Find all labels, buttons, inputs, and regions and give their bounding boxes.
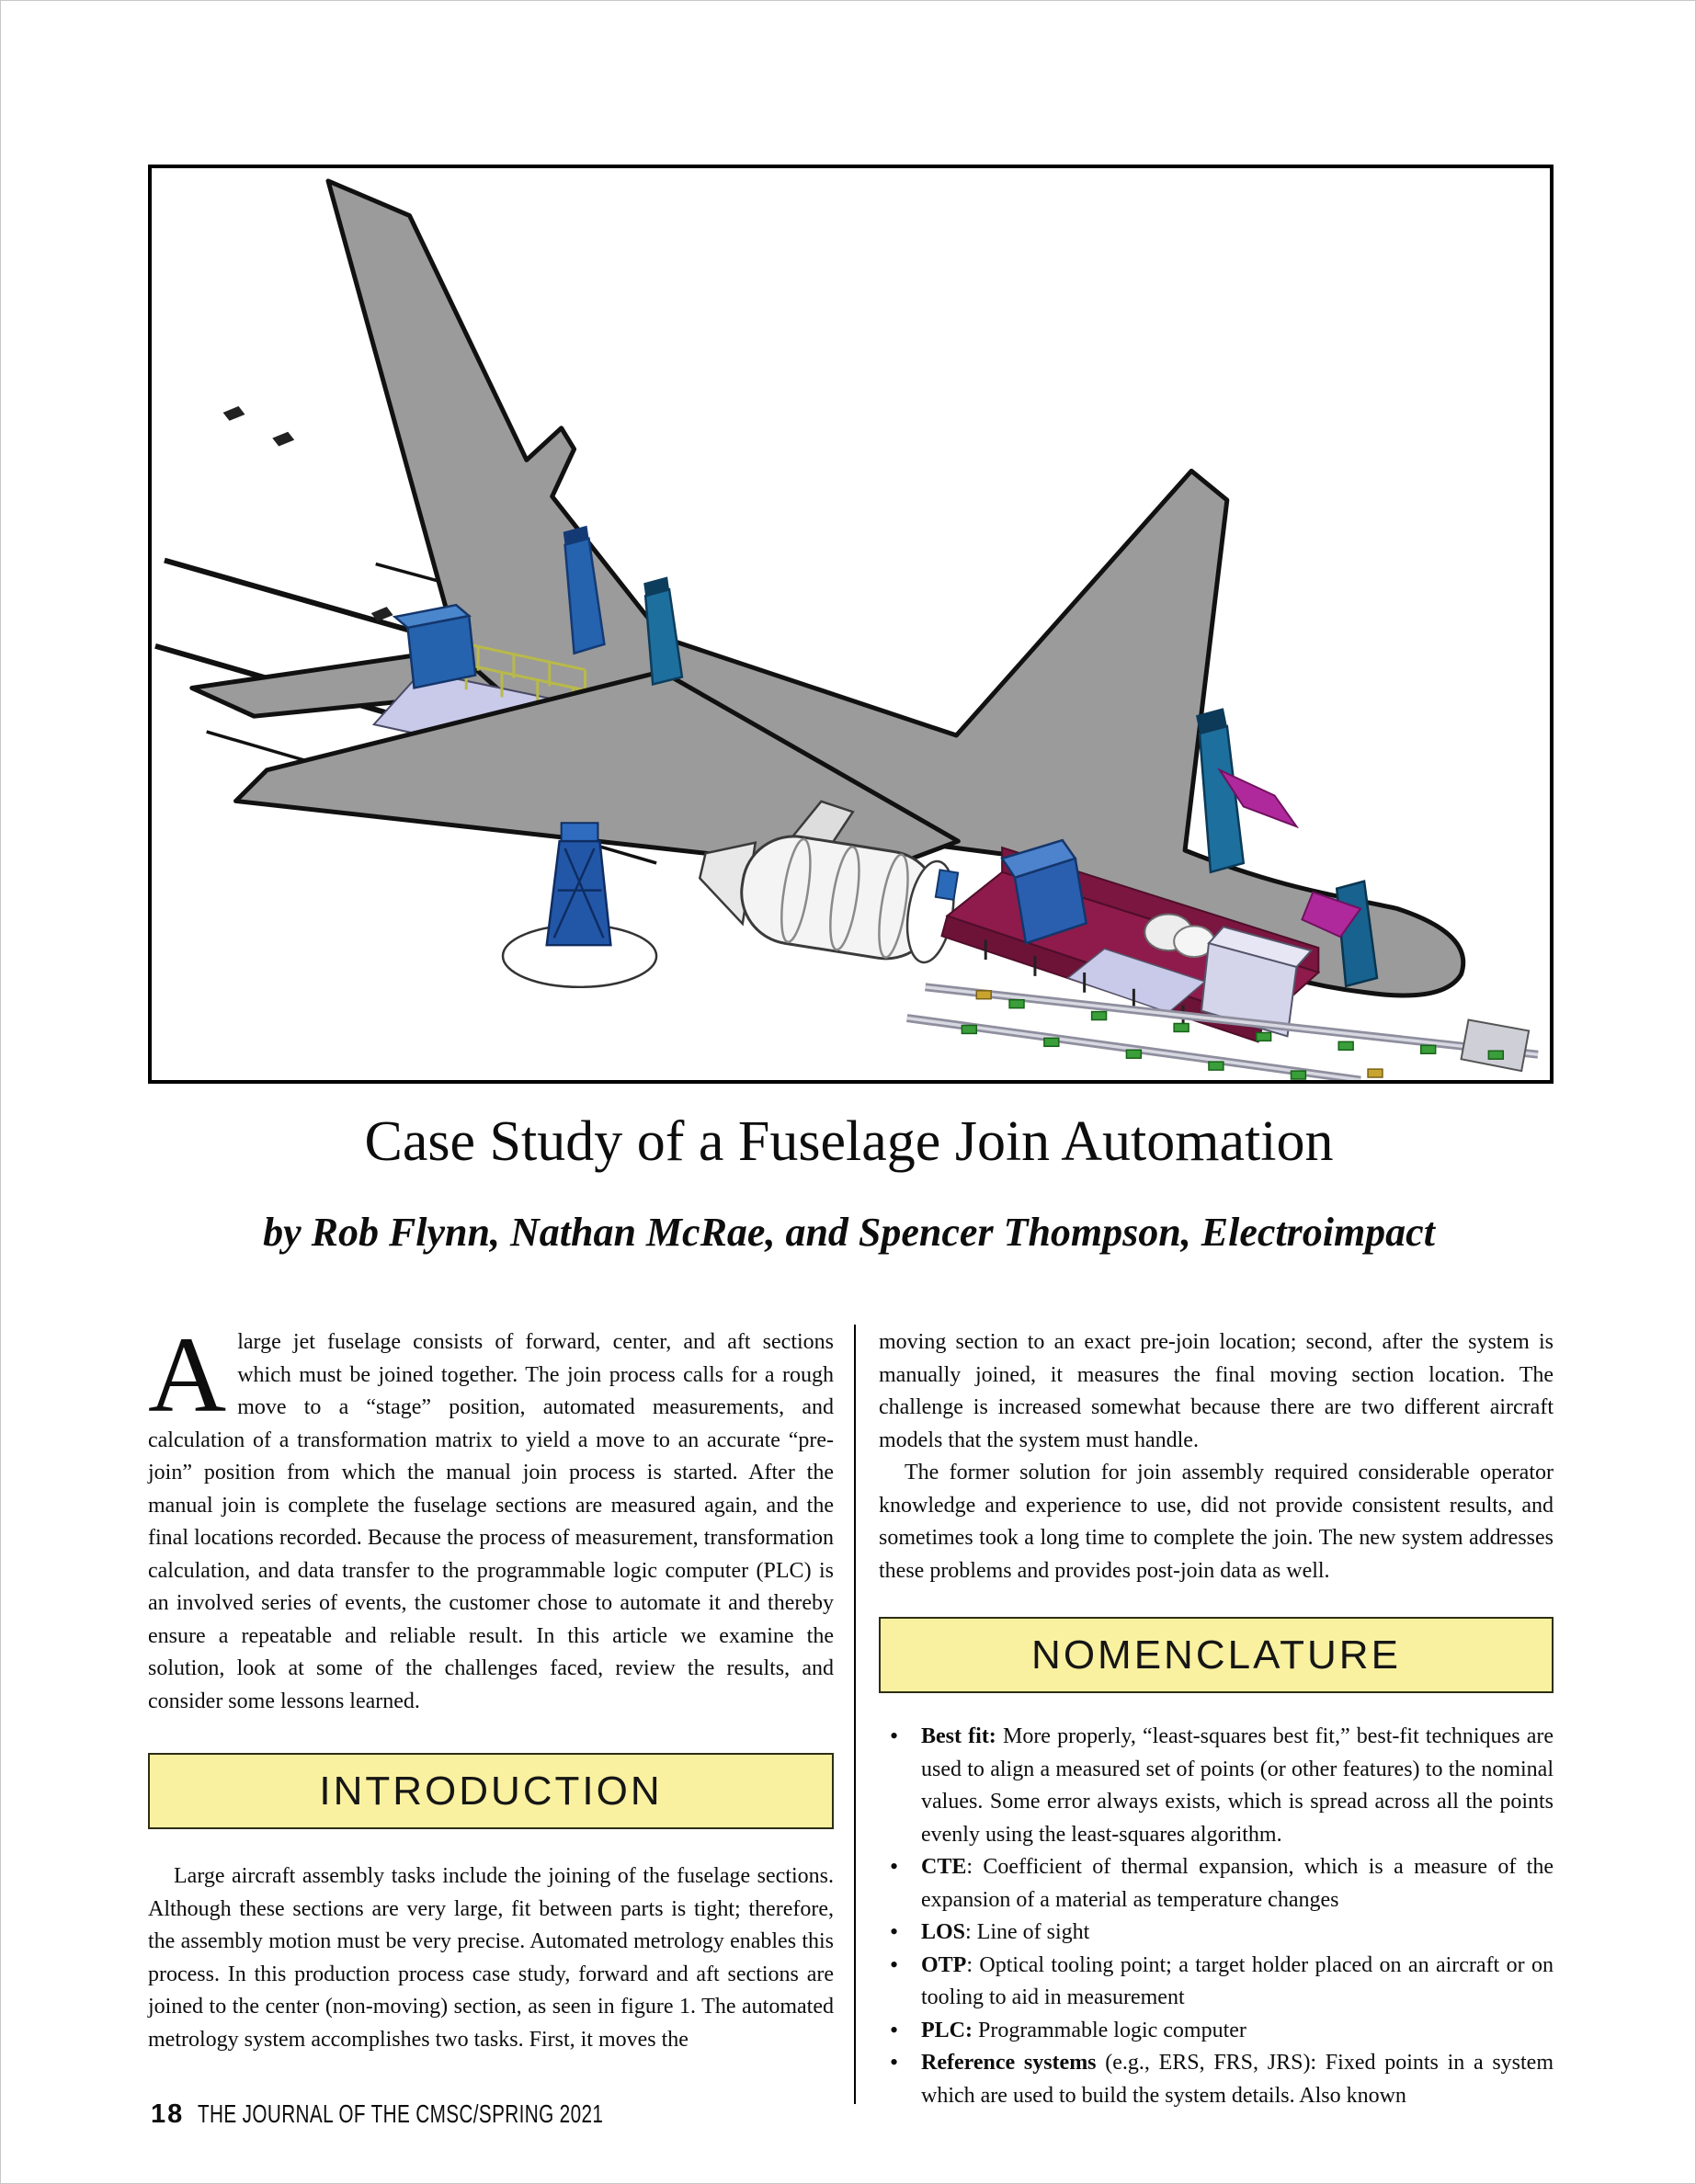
- nomenclature-term: Reference systems: [921, 2051, 1097, 2075]
- byline: by Rob Flynn, Nathan McRae, and Spencer …: [263, 1210, 1435, 1255]
- jack-stand: [501, 822, 658, 989]
- nomenclature-item: • Best fit: More properly, “least-squares…: [879, 1721, 1554, 1851]
- nomenclature-definition: Programmable logic computer: [973, 2018, 1246, 2042]
- journal-line: THE JOURNAL OF THE CMSC/SPRING 2021: [198, 2099, 604, 2128]
- bullet-icon: •: [890, 1951, 899, 1978]
- nomenclature-list: • Best fit: More properly, “least-squares…: [879, 1721, 1554, 2112]
- bullet-icon: •: [890, 1918, 899, 1945]
- drop-cap: A: [148, 1314, 227, 1435]
- nomenclature-item: • Reference systems (e.g., ERS, FRS, JRS)…: [879, 2047, 1554, 2112]
- floor-rails-right: [906, 983, 1539, 1080]
- nomenclature-term: CTE: [921, 1855, 967, 1879]
- column-right: moving section to an exact pre-join loca…: [879, 1326, 1554, 2112]
- nomenclature-definition: : Coefficient of thermal expansion, whic…: [921, 1855, 1554, 1912]
- aircraft-wing: [233, 669, 961, 875]
- nomenclature-term: OTP: [921, 1952, 967, 1977]
- nomenclature-definition: (e.g., ERS, FRS, JRS): Fixed points in a…: [921, 2051, 1554, 2108]
- former-solution-paragraph: The former solution for join assembly re…: [879, 1461, 1554, 1583]
- nomenclature-item: • PLC: Programmable logic computer: [879, 2015, 1554, 2048]
- page-title: Case Study of a Fuselage Join Automation: [364, 1110, 1334, 1173]
- bullet-icon: •: [890, 2049, 899, 2076]
- nomenclature-definition: : Optical tooling point; a target holder…: [921, 1952, 1554, 2010]
- column-divider: [854, 1325, 856, 2104]
- section-heading-introduction: INTRODUCTION: [148, 1753, 834, 1829]
- section-heading-nomenclature: NOMENCLATURE: [879, 1617, 1554, 1693]
- nomenclature-definition: More properly, “least-squares best fit,”…: [921, 1724, 1554, 1847]
- introduction-paragraph: Large aircraft assembly tasks include th…: [148, 1864, 834, 2052]
- bullet-icon: •: [890, 1853, 899, 1880]
- nomenclature-term: PLC:: [921, 2018, 973, 2042]
- continuation-paragraph: moving section to an exact pre-join loca…: [879, 1330, 1554, 1452]
- tooling-towers-aft: [563, 525, 684, 687]
- nomenclature-item: • OTP: Optical tooling point; a target ho…: [879, 1950, 1554, 2015]
- page-number: 18: [151, 2099, 185, 2129]
- bullet-icon: •: [890, 1723, 899, 1749]
- page-footer: 18 THE JOURNAL OF THE CMSC/SPRING 2021: [151, 2099, 746, 2130]
- nomenclature-item: • CTE: Coefficient of thermal expansion, …: [879, 1851, 1554, 1917]
- engine-nacelle: [698, 800, 960, 964]
- nomenclature-item: • LOS: Line of sight: [879, 1917, 1554, 1950]
- nomenclature-definition: : Line of sight: [965, 1920, 1090, 1944]
- figure-1: [148, 165, 1554, 1084]
- nomenclature-term: Best fit:: [921, 1724, 996, 1748]
- lead-paragraph-text: large jet fuselage consists of forward, …: [148, 1330, 834, 1713]
- bullet-icon: •: [890, 2016, 899, 2043]
- nomenclature-term: LOS: [921, 1920, 966, 1944]
- figure-1-illustration: [154, 178, 1539, 1080]
- fwd-assembly-platform: [940, 708, 1379, 1043]
